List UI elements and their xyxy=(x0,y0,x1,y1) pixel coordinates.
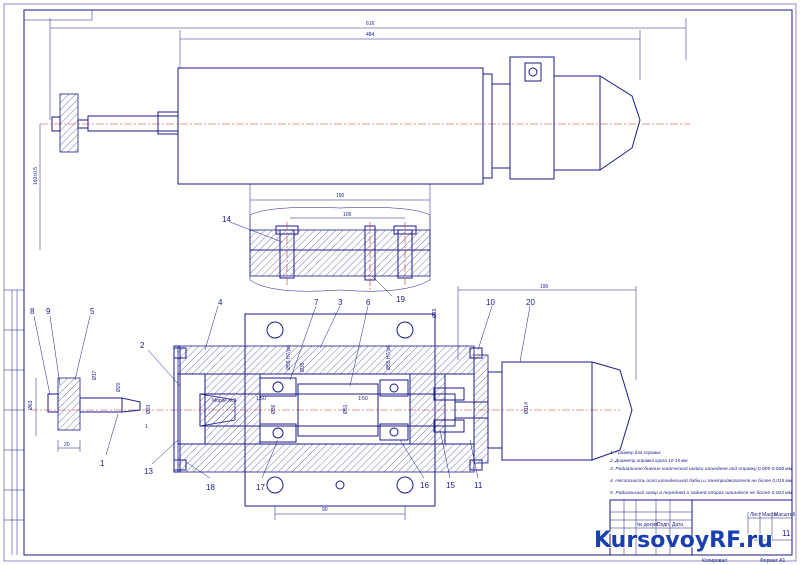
callout-9: 9 xyxy=(46,307,51,316)
callout-5: 5 xyxy=(90,307,95,316)
note-3: 3. Радиальное биение конической шейки шп… xyxy=(610,465,793,471)
tb-mass-label: Масса xyxy=(762,512,777,518)
motor-drive xyxy=(433,361,633,461)
tb-format: Формат A1 xyxy=(760,558,785,564)
callout-8: 8 xyxy=(30,307,35,316)
dim-flange-dia: Ø63 xyxy=(28,400,34,410)
bearing-rear xyxy=(379,379,409,441)
dim-shaft-dia: Ø17 xyxy=(92,370,98,380)
dim-clamp-width: 190 xyxy=(336,193,345,199)
dim-motor-dia: Ø114 xyxy=(524,402,530,414)
dim-spindle-dia: Ø15 xyxy=(432,308,438,318)
note-1: 1. * размер для справок xyxy=(610,450,661,455)
bearing-front xyxy=(259,377,297,443)
note-2: 2. Диаметр оправки круга 10-15 мм xyxy=(609,458,688,463)
tb-sheet-label: Лист xyxy=(750,512,762,518)
callout-13: 13 xyxy=(144,467,153,476)
tb-scale-label: Масштаб xyxy=(774,512,796,518)
callout-18: 18 xyxy=(206,483,215,492)
note-4: 4. Несоосность осей шпиндельной бабки и … xyxy=(610,477,793,483)
dim-bore-mid: Ø51 xyxy=(343,404,349,414)
dim-motor-length: 484 xyxy=(366,32,375,38)
outer-frame xyxy=(3,3,797,562)
dim-drive-width: 190 xyxy=(540,284,549,290)
dim-wheel-offset: 1 xyxy=(145,424,148,430)
callout-4: 4 xyxy=(218,298,223,307)
spindle-housing-top xyxy=(177,56,641,185)
taper-label: Морзе №3 xyxy=(212,398,236,404)
watermark-logo: KursovoyRF.ru xyxy=(594,528,773,553)
housing-bolts xyxy=(173,347,483,471)
dim-wheel-width: 20 xyxy=(64,442,70,448)
ratio-right: 1:50 xyxy=(358,396,368,402)
callout-14: 14 xyxy=(222,215,231,224)
grinding-wheel-section xyxy=(47,377,141,431)
corner-stamp xyxy=(23,9,93,21)
spindle-housing-section xyxy=(173,345,489,473)
callout-2: 2 xyxy=(140,341,145,350)
callout-15: 15 xyxy=(446,481,455,490)
dim-bolt-spacing: 105 xyxy=(343,212,352,218)
dim-small-dia: Ø33 xyxy=(146,404,152,414)
callout-11: 11 xyxy=(474,481,483,490)
technical-notes: 1. * размер для справок 2. Диаметр оправ… xyxy=(609,450,793,495)
inner-frame xyxy=(23,9,793,556)
tb-sign-label: Подп. xyxy=(657,522,670,528)
tb-copied: Копировал xyxy=(702,558,727,564)
dim-bearing-left: Ø36 xyxy=(271,404,277,414)
ratio-left: 1:50 xyxy=(256,396,266,402)
clamp-plate-section xyxy=(249,225,431,281)
dim-base-spacing: 90 xyxy=(322,507,328,513)
part-callouts: 1 2 3 4 5 6 7 8 9 10 11 13 14 15 16 17 1… xyxy=(30,215,535,492)
callout-19: 19 xyxy=(396,295,405,304)
callout-6: 6 xyxy=(366,298,371,307)
title-block: Лист Масса Масштаб № докум. Подп. Дата 1… xyxy=(609,499,796,564)
grinding-wheel-top xyxy=(51,93,179,153)
fit-left: Ø55 Н7/js6 xyxy=(286,345,292,370)
dim-bearing-right: Ø35 xyxy=(300,362,306,372)
side-strip xyxy=(4,289,24,555)
callout-20: 20 xyxy=(526,298,535,307)
callout-3: 3 xyxy=(338,298,343,307)
fit-right: Ø55 Н7/js6 xyxy=(386,345,392,370)
dim-vertical-offset: 160±0.5 xyxy=(33,167,39,185)
tb-date-label: Дата xyxy=(672,522,683,528)
callout-17: 17 xyxy=(256,483,265,492)
callout-16: 16 xyxy=(420,481,429,490)
tb-doc-label: № докум. xyxy=(637,522,659,528)
callout-7: 7 xyxy=(314,298,319,307)
dim-bore-left: Ø20 xyxy=(116,382,122,392)
note-5: 5. Радиальный зазор в передней и задней … xyxy=(610,489,793,495)
callout-10: 10 xyxy=(486,298,495,307)
dim-total-length: 616 xyxy=(366,21,375,27)
tb-sheet-number: 11 xyxy=(782,529,791,538)
callout-1: 1 xyxy=(100,459,105,468)
